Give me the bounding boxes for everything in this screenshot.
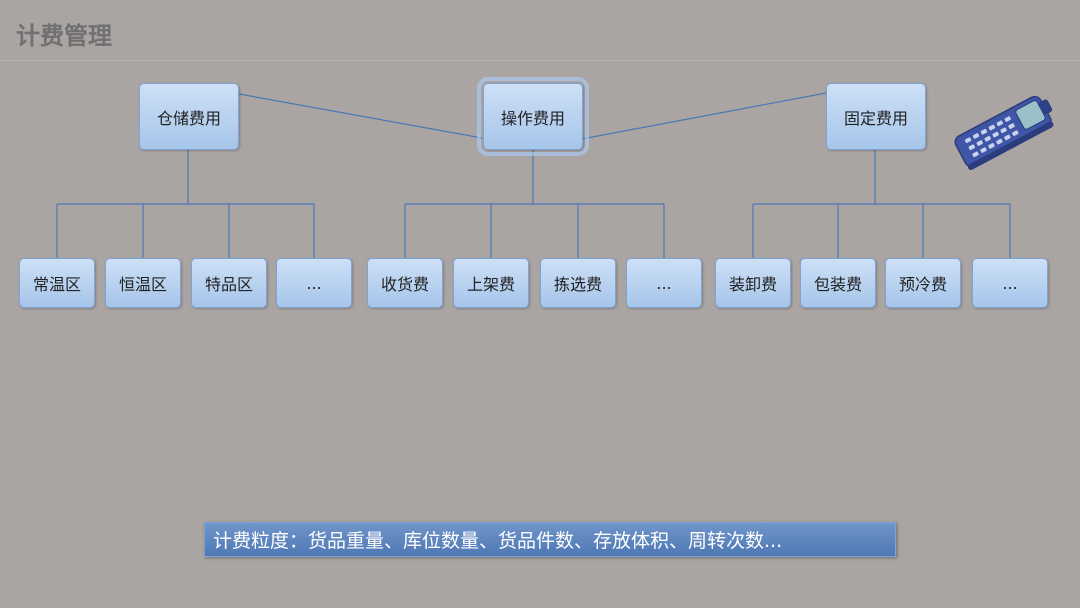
- handheld-scanner-icon: [954, 95, 1054, 170]
- title-divider: [0, 60, 1080, 61]
- node-fixed-fees[interactable]: 固定费用: [826, 83, 926, 150]
- node-precooling-fee[interactable]: 预冷费: [885, 258, 961, 308]
- node-operation-fees[interactable]: 操作费用: [477, 77, 589, 156]
- link-storage-operation: [238, 93, 483, 139]
- node-packing-fee[interactable]: 包装费: [800, 258, 876, 308]
- node-constant-temp-zone[interactable]: 恒温区: [105, 258, 181, 308]
- node-operation-more[interactable]: ...: [626, 258, 702, 308]
- node-storage-more[interactable]: ...: [276, 258, 352, 308]
- node-normal-temp-zone[interactable]: 常温区: [19, 258, 95, 308]
- node-loading-fee[interactable]: 装卸费: [715, 258, 791, 308]
- node-receiving-fee[interactable]: 收货费: [367, 258, 443, 308]
- node-picking-fee[interactable]: 拣选费: [540, 258, 616, 308]
- page-title: 计费管理: [16, 22, 112, 50]
- node-fixed-more[interactable]: ...: [972, 258, 1048, 308]
- node-putaway-fee[interactable]: 上架费: [453, 258, 529, 308]
- billing-granularity-banner: 计费粒度：货品重量、库位数量、货品件数、存放体积、周转次数...: [204, 522, 896, 557]
- node-special-goods-zone[interactable]: 特品区: [191, 258, 267, 308]
- node-storage-fees[interactable]: 仓储费用: [139, 83, 239, 150]
